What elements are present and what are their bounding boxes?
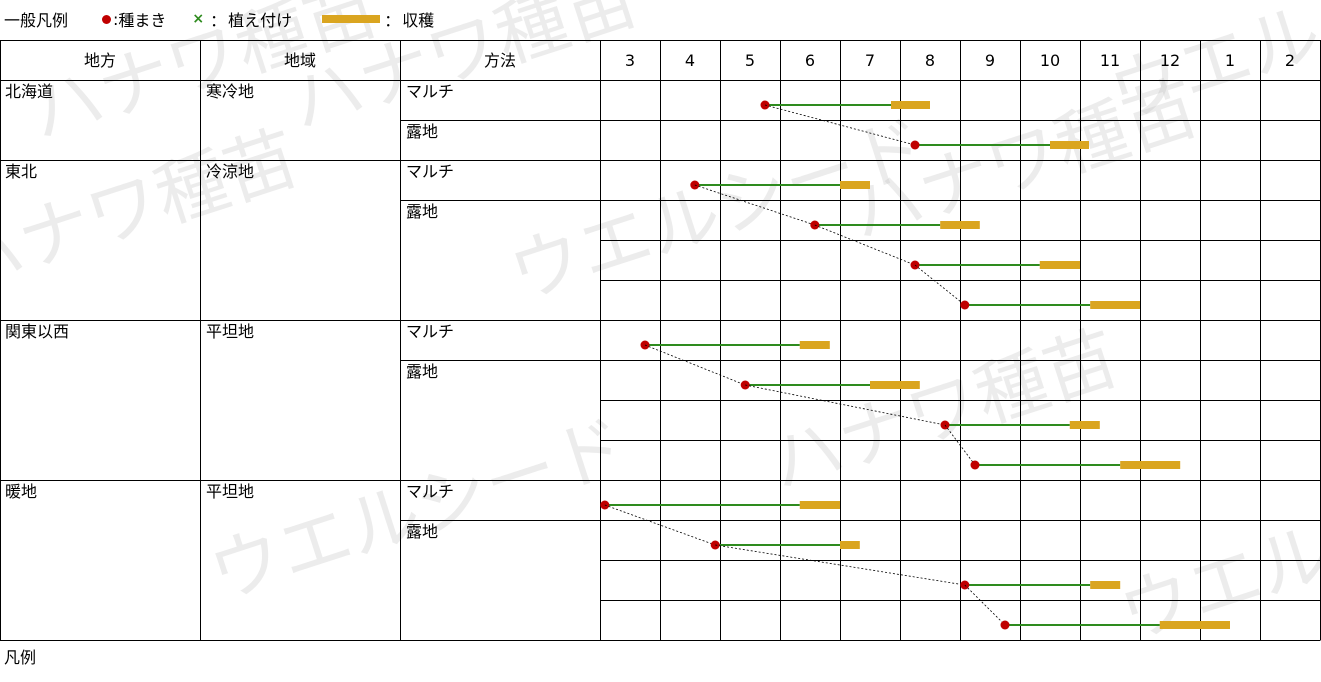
header-region: 地方: [84, 51, 116, 70]
watermark-text: ウエルシード: [199, 403, 636, 616]
month-tick-label: 12: [1160, 51, 1180, 70]
sowing-link-line: [764, 104, 916, 146]
area-label: 平坦地: [206, 482, 254, 501]
harvest-bar: [870, 381, 920, 389]
legend-sep-harvest: ：: [384, 11, 401, 30]
legend-sowing: : 種まき: [102, 7, 166, 31]
header-method: 方法: [484, 51, 516, 70]
sowing-link-line: [745, 384, 946, 426]
legend-title: 一般凡例: [4, 11, 69, 30]
method-label: 露地: [406, 362, 438, 381]
legend-harvest: ： 収穫: [292, 7, 434, 31]
month-tick-label: 7: [865, 51, 875, 70]
legend-sowing-label: 種まき: [118, 11, 167, 30]
planting-cross-icon: ×: [192, 11, 205, 27]
harvest-bar: [1069, 421, 1100, 429]
method-label: 露地: [406, 522, 438, 541]
month-tick-label: 9: [985, 51, 995, 70]
method-label: マルチ: [406, 322, 454, 341]
harvest-bar: [799, 341, 830, 349]
month-tick-label: 2: [1285, 51, 1295, 70]
legend-sep-planting: ：: [210, 11, 227, 30]
area-label: 冷涼地: [206, 162, 254, 181]
harvest-bar-icon: [322, 15, 381, 23]
harvest-bar: [840, 541, 860, 549]
harvest-bar: [891, 101, 930, 109]
sowing-link-line: [644, 344, 746, 386]
region-label: 関東以西: [5, 322, 69, 341]
legend-sep-sowing: :: [113, 9, 119, 29]
method-label: マルチ: [406, 482, 454, 501]
legend-harvest-label: 収穫: [402, 11, 435, 30]
sowing-dot: [970, 460, 980, 470]
legend-planting: × ： 植え付け: [166, 7, 292, 31]
method-label: 露地: [406, 202, 438, 221]
harvest-bar: [840, 181, 870, 189]
month-tick-label: 11: [1100, 51, 1120, 70]
harvest-bar: [1050, 141, 1089, 149]
method-label: 露地: [406, 122, 438, 141]
header-area: 地域: [284, 51, 316, 70]
month-tick-label: 10: [1040, 51, 1060, 70]
harvest-bar: [1090, 301, 1140, 309]
area-label: 寒冷地: [206, 82, 254, 101]
month-tick-label: 4: [685, 51, 695, 70]
month-tick-label: 1: [1225, 51, 1235, 70]
table-grid: [0, 40, 1321, 641]
sowing-dot-icon: [102, 14, 112, 24]
sowing-link-line: [694, 184, 815, 226]
month-tick-label: 6: [805, 51, 815, 70]
schedule-marks: [600, 100, 1230, 630]
harvest-bar: [1090, 581, 1121, 589]
sowing-link-line: [604, 504, 716, 546]
footer-legend-label: 凡例: [4, 648, 37, 667]
area-label: 平坦地: [206, 322, 254, 341]
region-label: 東北: [5, 162, 37, 181]
month-tick-label: 5: [745, 51, 755, 70]
sowing-dot: [1000, 620, 1010, 630]
harvest-bar: [940, 221, 980, 229]
sowing-link-line: [964, 584, 1006, 626]
harvest-bar: [1120, 461, 1181, 469]
harvest-bar: [1039, 261, 1080, 269]
legend-planting-label: 植え付け: [228, 11, 293, 30]
region-label: 北海道: [5, 82, 53, 101]
sowing-dot: [910, 140, 920, 150]
sowing-link-line: [914, 264, 966, 306]
sowing-link-line: [944, 424, 976, 466]
region-label: 暖地: [5, 482, 37, 501]
month-tick-label: 8: [925, 51, 935, 70]
legend: 一般凡例 : 種まき × ： 植え付け ： 収穫: [4, 6, 434, 32]
method-label: マルチ: [406, 82, 454, 101]
sowing-dot: [960, 300, 970, 310]
sowing-link-line: [814, 224, 916, 266]
harvest-bar: [799, 501, 840, 509]
method-label: マルチ: [406, 162, 454, 181]
month-tick-label: 3: [625, 51, 635, 70]
harvest-bar: [1159, 621, 1230, 629]
